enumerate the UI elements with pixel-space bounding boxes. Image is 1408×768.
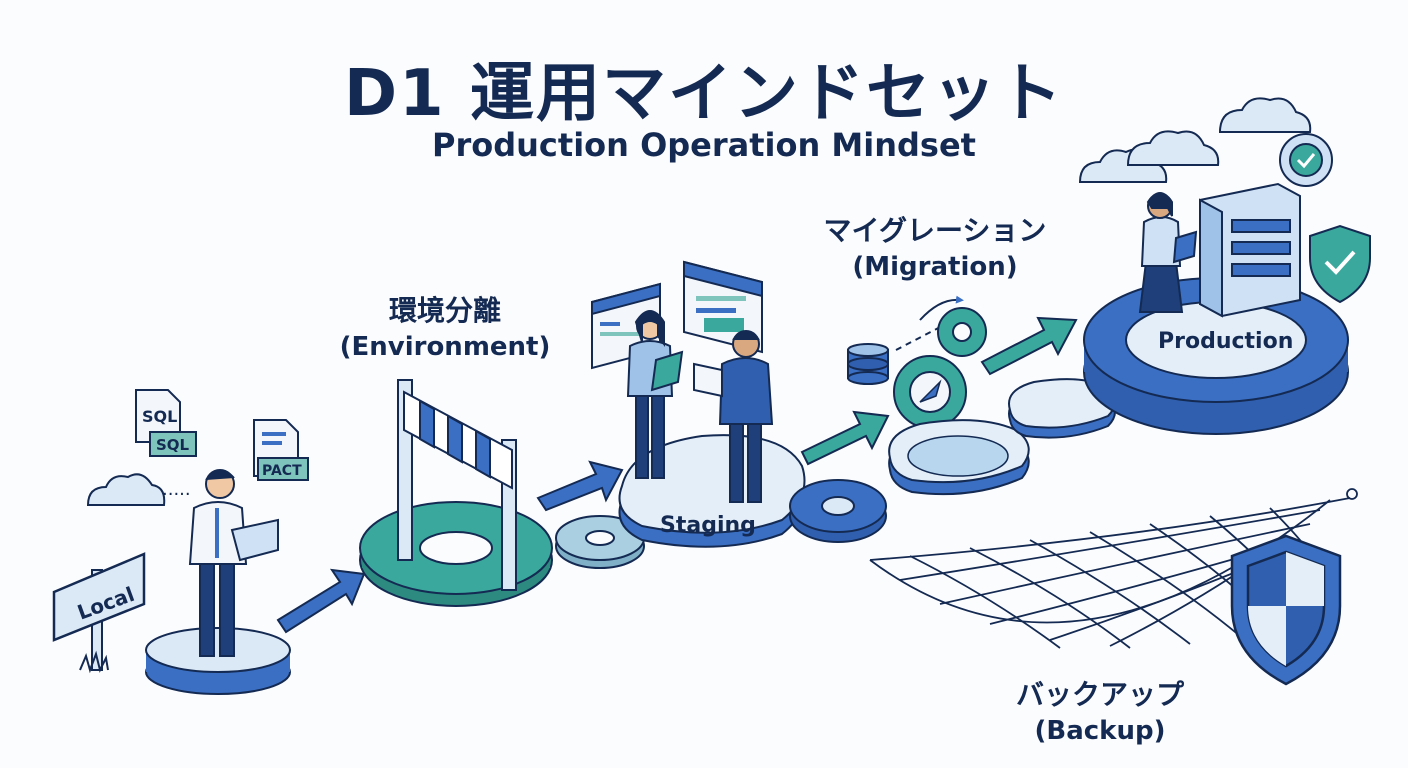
- gear-icon: [789, 479, 887, 543]
- shield-icon: [1230, 534, 1342, 686]
- svg-text:SQL: SQL: [156, 436, 190, 454]
- svg-text:SQL: SQL: [142, 407, 177, 426]
- gear-icon: [555, 515, 645, 569]
- pact-file-icon: PACT: [253, 419, 309, 481]
- cloud-icon: [1218, 97, 1312, 133]
- backup-label-en: (Backup): [1034, 716, 1166, 746]
- server-rack-icon: [1199, 182, 1301, 318]
- arrow-right-icon: [980, 316, 1078, 376]
- cloud-icon: [86, 473, 166, 506]
- cloud-icon: [1126, 130, 1220, 166]
- page-subtitle: Production Operation Mindset: [432, 126, 976, 164]
- arrow-right-icon: [536, 460, 624, 512]
- browser-window-icon: [683, 260, 763, 354]
- barrier-gate: [397, 379, 517, 591]
- migration-label-en: (Migration): [852, 252, 1018, 282]
- environment-label-jp: 環境分離: [388, 294, 501, 327]
- gear-check-icon: [1279, 133, 1333, 187]
- operator-figure: [1138, 192, 1198, 313]
- sql-file-icon: SQL: [135, 389, 181, 443]
- environment-label: 環境分離 (Environment): [330, 292, 560, 364]
- environment-label-en: (Environment): [339, 332, 551, 362]
- stepping-stone: [888, 419, 1030, 496]
- developer-figure: [188, 469, 279, 657]
- page-title: D1 運用マインドセット: [344, 57, 1064, 131]
- gear-icon: [937, 307, 987, 357]
- staging-platform-label: Staging: [660, 513, 756, 538]
- environment-gear: [359, 501, 553, 607]
- backup-label-jp: バックアップ: [1015, 678, 1184, 711]
- svg-text:PACT: PACT: [262, 463, 302, 479]
- local-sign: Local: [52, 552, 146, 674]
- local-platform: [145, 627, 291, 695]
- arrow-right-icon: [800, 410, 890, 466]
- ellipsis-dots: ·····: [162, 484, 191, 505]
- migration-label: マイグレーション (Migration): [790, 212, 1080, 284]
- backup-label: バックアップ (Backup): [990, 676, 1210, 748]
- team-member-figure: [693, 330, 774, 503]
- curved-arrow-icon: [919, 295, 964, 321]
- shield-check-icon: [1309, 224, 1371, 304]
- migration-gear: [893, 355, 967, 429]
- migration-label-jp: マイグレーション: [823, 214, 1047, 247]
- arrow-right-icon: [276, 568, 366, 634]
- sql-file-icon: SQL: [149, 431, 197, 457]
- team-member-figure: [626, 310, 684, 479]
- database-icon: [847, 343, 889, 385]
- production-platform-label: Production: [1158, 329, 1293, 354]
